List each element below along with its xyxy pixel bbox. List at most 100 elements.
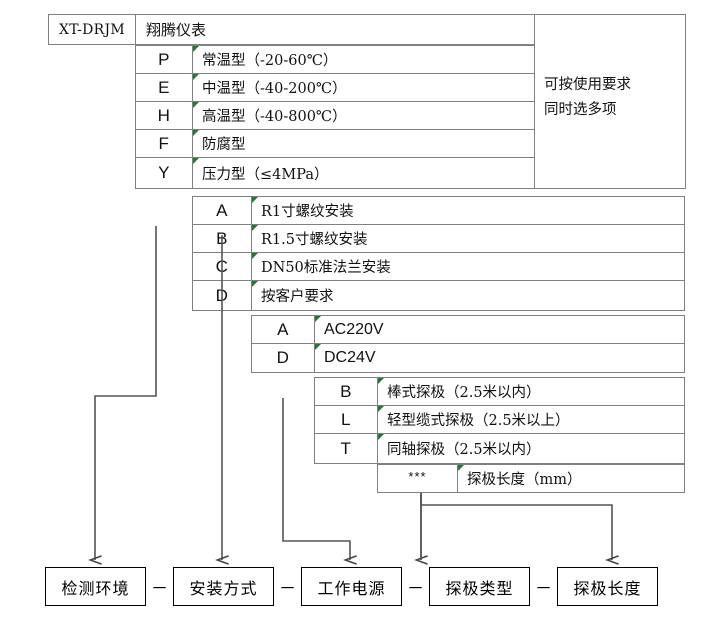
env-desc-text-h: 高温型（-40-800℃） [202,109,347,125]
install-code-text-a: A [216,200,228,220]
comment-flag-icon [252,253,258,259]
probe-type-code-cell-l: L [314,405,378,434]
probe-length-desc-cell: 探极长度（mm） [457,464,685,493]
selection-note-line-2: 同时选多项 [544,102,617,118]
install-desc-cell-a: R1寸螺纹安装 [251,196,685,225]
comment-flag-icon [458,465,464,471]
connector-probe-length [420,493,619,565]
probe-type-desc-cell-t: 同轴探极（2.5米以内） [377,433,685,464]
install-code-cell-a: A [192,196,252,225]
result-label-power: 工作电源 [317,578,386,598]
env-desc-text-e: 中温型（-40-200℃） [202,81,347,97]
probe-type-desc-cell-b: 棒式探极（2.5米以内） [377,377,685,406]
install-code-cell-c: C [192,252,252,281]
env-code-cell-e: E [135,73,193,102]
result-label-probe-length: 探极长度 [573,578,642,598]
env-code-cell-f: F [135,129,193,158]
comment-flag-icon [193,130,199,136]
probe-type-desc-text-b: 棒式探极（2.5米以内） [387,385,541,401]
env-code-text-h: H [157,105,171,125]
power-desc-text-a: AC220V [324,320,384,338]
power-desc-text-d: DC24V [324,349,376,366]
result-box-installation: 安装方式 [173,567,274,606]
connector-environment [88,226,157,565]
comment-flag-icon [378,378,384,384]
result-box-power: 工作电源 [301,567,402,606]
selection-note-line-1: 可按使用要求 [544,77,631,93]
env-desc-cell-p: 常温型（-20-60℃） [192,45,535,74]
result-box-probe-length: 探极长度 [557,567,658,606]
install-desc-cell-b: R1.5寸螺纹安装 [251,224,685,253]
probe-type-code-cell-t: T [314,433,378,464]
probe-type-code-text-l: L [341,409,351,429]
comment-flag-icon [193,102,199,108]
probe-type-desc-cell-l: 轻型缆式探极（2.5米以上） [377,405,685,434]
comment-flag-icon [252,225,258,231]
separator-1-text: － [151,579,168,599]
env-desc-text-f: 防腐型 [202,137,246,153]
comment-flag-icon [193,74,199,80]
selection-note-cell: 可按使用要求 同时选多项 [534,14,686,189]
install-desc-cell-c: DN50标准法兰安装 [251,252,685,281]
probe-type-code-cell-b: B [314,377,378,406]
env-code-text-f: F [158,133,170,153]
comment-flag-icon [193,46,199,52]
power-code-cell-a: A [251,315,315,344]
env-desc-cell-e: 中温型（-40-200℃） [192,73,535,102]
install-code-cell-b: B [192,224,252,253]
env-code-text-p: P [158,49,170,69]
comment-flag-icon [252,197,258,203]
env-desc-cell-f: 防腐型 [192,129,535,158]
separator-4-text: － [535,579,552,599]
result-box-probe-type: 探极类型 [429,567,530,606]
power-code-text-d: D [276,348,290,367]
install-code-cell-d: D [192,280,252,311]
install-desc-cell-d: 按客户要求 [251,280,685,311]
install-desc-text-c: DN50标准法兰安装 [261,260,391,276]
probe-length-code-text: *** [408,469,427,484]
comment-flag-icon [315,344,321,350]
brand-name-text: 翔腾仪表 [146,21,207,39]
install-code-text-b: B [216,228,228,248]
env-code-text-y: Y [158,163,170,182]
separator-2-text: － [279,579,296,599]
env-code-cell-h: H [135,101,193,130]
separator-4: － [530,567,557,606]
install-code-text-d: D [215,285,229,305]
env-desc-text-p: 常温型（-20-60℃） [202,53,338,69]
env-code-text-e: E [158,77,170,97]
separator-3: － [402,567,429,606]
probe-type-desc-text-l: 轻型缆式探极（2.5米以上） [387,413,570,429]
comment-flag-icon [252,281,258,287]
power-desc-cell-a: AC220V [314,315,685,344]
comment-flag-icon [378,406,384,412]
install-code-text-c: C [215,256,229,276]
result-label-installation: 安装方式 [189,578,258,598]
env-code-cell-y: Y [135,157,193,189]
probe-type-code-text-b: B [340,381,352,401]
result-box-environment: 检测环境 [45,567,146,606]
model-code-cell: XT-DRJM [48,14,136,45]
probe-type-code-text-t: T [340,438,352,458]
env-desc-text-y: 压力型（≤4MPa） [202,166,329,183]
probe-length-code-cell: *** [377,464,458,493]
env-code-cell-p: P [135,45,193,74]
separator-2: － [274,567,301,606]
brand-name-cell: 翔腾仪表 [135,14,535,45]
env-desc-cell-h: 高温型（-40-800℃） [192,101,535,130]
separator-1: － [146,567,173,606]
comment-flag-icon [193,158,199,164]
comment-flag-icon [315,316,321,322]
power-code-cell-d: D [251,343,315,373]
install-desc-text-b: R1.5寸螺纹安装 [261,232,368,248]
install-desc-text-a: R1寸螺纹安装 [261,204,354,220]
probe-length-desc-text: 探极长度（mm） [467,472,582,488]
result-label-environment: 检测环境 [61,578,130,598]
install-desc-text-d: 按客户要求 [261,289,334,305]
power-code-text-a: A [277,319,289,339]
power-desc-cell-d: DC24V [314,343,685,373]
result-label-probe-type: 探极类型 [445,578,514,598]
probe-type-desc-text-t: 同轴探极（2.5米以内） [387,442,541,458]
env-desc-cell-y: 压力型（≤4MPa） [192,157,535,189]
